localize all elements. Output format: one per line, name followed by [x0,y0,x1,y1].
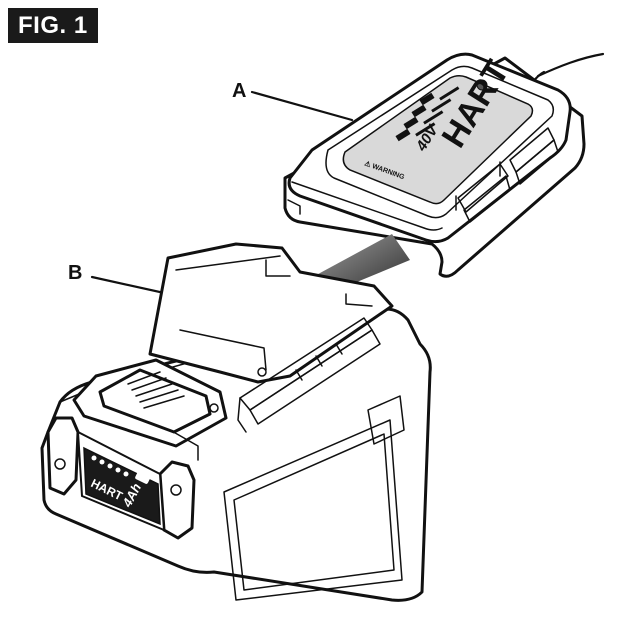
battery-bumper-left [46,416,80,496]
charger-led-icon [476,79,488,91]
battery-front-label [83,446,161,526]
charger-status-leds [395,79,488,142]
callout-b-label: B [68,262,83,284]
charger: HART 40V ⚠ WARNING [283,52,586,278]
battery-terminal-rails [237,317,381,433]
figure-label: FIG. 1 [8,8,98,43]
power-cord [536,52,605,78]
leader-line-a [250,90,354,122]
charger-label-panel [342,74,534,205]
battery-bumper-right [158,460,196,540]
battery-gauge-button-icon [135,470,151,484]
battery-fuel-gauge [91,455,151,484]
callout-a-label: A [232,80,247,102]
battery-screw-icon [257,367,267,377]
charger-grip-ribs [455,127,559,223]
battery-release-latch[interactable] [98,368,212,434]
battery-latch-grip-lines [127,371,185,409]
battery-pack: HART 4Ah [40,242,432,602]
battery-side-panel [223,419,403,601]
